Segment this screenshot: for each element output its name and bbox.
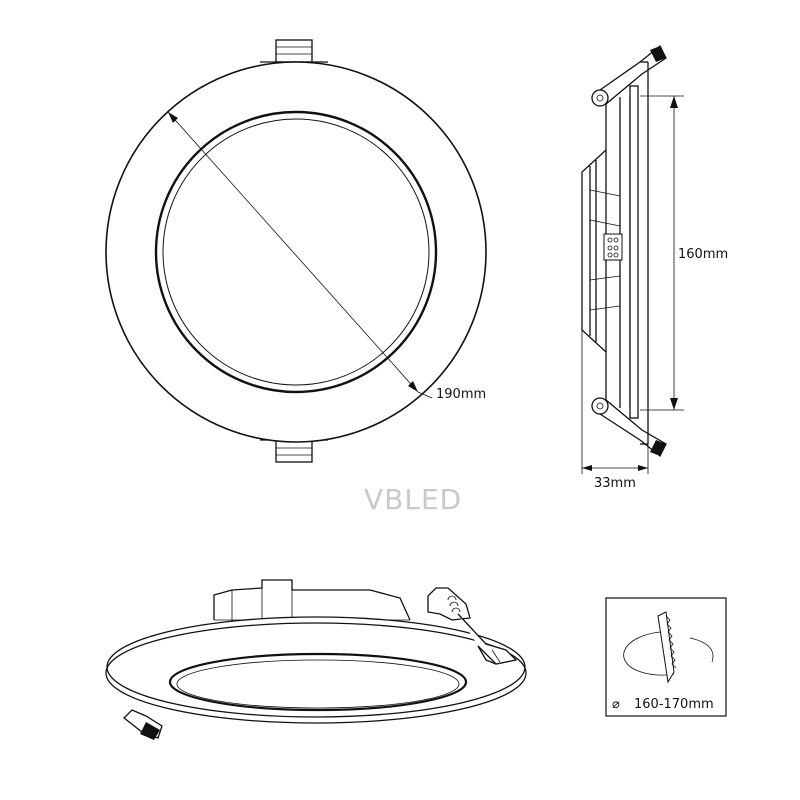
vbled-logo: VBLED	[364, 483, 462, 516]
front-view: 190mm	[105, 39, 487, 463]
diameter-dimension-line	[167, 111, 419, 393]
diameter-arrow-top	[168, 112, 178, 123]
perspective-spring-clip-right	[427, 587, 518, 665]
perspective-housing	[213, 579, 411, 621]
flange	[629, 85, 639, 419]
bottom-spring-arm	[591, 397, 667, 458]
perspective-view	[105, 579, 527, 740]
depth-label: 33mm	[594, 476, 636, 491]
diameter-arrow-bottom	[408, 381, 418, 392]
bottom-spring-clip	[260, 439, 328, 463]
perspective-lens-outer	[168, 652, 468, 712]
outer-ring	[105, 61, 487, 443]
perspective-flange-bottom	[105, 622, 527, 724]
top-spring-clip	[260, 39, 328, 63]
side-view: 160mm 33mm	[581, 44, 728, 491]
cutout-detail: ⌀ 160-170mm	[605, 597, 727, 717]
diameter-leader	[417, 391, 433, 399]
height-label: 160mm	[678, 247, 728, 262]
cutout-diameter-symbol: ⌀	[612, 697, 620, 712]
lens-outer-edge	[154, 110, 438, 394]
cutout-hole-outline	[623, 631, 714, 676]
diameter-label: 190mm	[436, 387, 486, 402]
cutout-label: 160-170mm	[634, 697, 714, 712]
perspective-spring-clip-left	[123, 709, 163, 740]
saw-blade	[657, 611, 675, 684]
saw-teeth	[665, 615, 677, 669]
connector-block	[603, 233, 623, 261]
perspective-lens-inner	[176, 659, 460, 709]
top-spring-arm	[591, 44, 667, 107]
lens-inner-edge	[162, 118, 430, 386]
